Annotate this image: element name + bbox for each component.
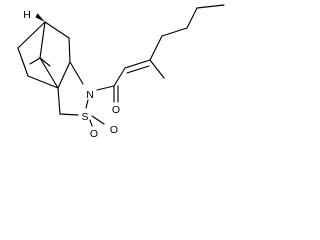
bond-bridge-bottom <box>39 57 59 89</box>
bond-alkene-1 <box>124 59 151 69</box>
atom-n-label: N <box>86 89 94 101</box>
atom-o-carbonyl-label: O <box>112 104 120 116</box>
bond-methyl-1 <box>29 57 41 65</box>
bond-c4-c5 <box>27 75 59 89</box>
bond-n-carbonyl <box>96 85 115 91</box>
bond-bridge-top <box>39 21 46 59</box>
sultam-ring: N S O O <box>57 61 118 140</box>
bond-methyl-2 <box>39 57 51 67</box>
chemical-structure: H N S O O O <box>17 4 225 140</box>
bond-s-n <box>85 99 89 109</box>
bond-c1-c2 <box>44 21 70 39</box>
bond-c3-n <box>69 61 84 85</box>
camphor-skeleton: H <box>17 9 71 89</box>
bond-ch2-s <box>59 113 79 116</box>
bond-methyl-branch <box>149 59 165 79</box>
bond-c4-ch2 <box>57 87 61 115</box>
bond-c6-c1 <box>17 21 46 49</box>
bond-chain-4 <box>196 4 225 9</box>
wedge-bond-h <box>35 13 45 22</box>
bond-alkene-2 <box>126 65 150 74</box>
atom-o-sulfonyl-1-label: O <box>90 128 98 140</box>
bond-chain-2 <box>161 27 188 37</box>
bond-chain-3 <box>186 7 198 29</box>
atom-h-label: H <box>23 9 31 21</box>
bond-c2-c3 <box>68 37 71 63</box>
bond-s-o-2 <box>91 115 105 125</box>
bond-c5-c6 <box>17 47 29 77</box>
bond-carbonyl-alkene <box>113 67 126 87</box>
acyl-side-chain: O <box>96 4 225 116</box>
bond-chain-1 <box>149 35 163 61</box>
atom-s-label: S <box>81 111 88 123</box>
bond-s-o-1 <box>89 119 93 127</box>
atom-o-sulfonyl-2-label: O <box>110 124 118 136</box>
bond-c3-c4 <box>57 61 71 89</box>
